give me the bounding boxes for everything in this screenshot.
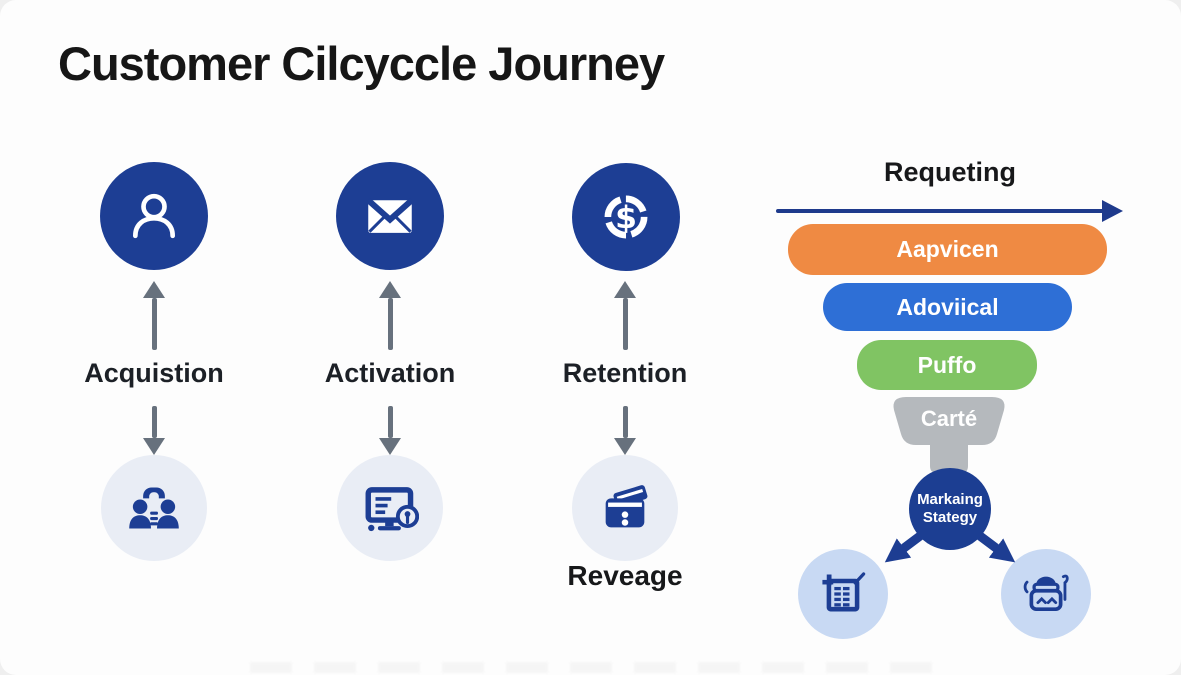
result-circle-activation (337, 455, 443, 561)
person-icon (126, 188, 182, 244)
funnel-title: Requeting (884, 157, 1016, 187)
output-circle-right (1001, 549, 1091, 639)
stage-circle-retention: $ (572, 163, 680, 271)
arrow-shaft (622, 298, 628, 350)
monitor-wrench-icon (361, 479, 419, 537)
arrow-shaft (151, 406, 157, 438)
wallet-icon (596, 479, 654, 537)
ghost-artifacts (250, 662, 950, 673)
arrow-up-icon (143, 281, 165, 298)
funnel-level-4 (891, 397, 1007, 475)
hub-line1: Markaing (917, 491, 983, 508)
funnel-level-1: Aapvicen (788, 224, 1107, 275)
envelope-icon (361, 187, 419, 245)
funnel-level-4-label: Carté (920, 406, 978, 431)
arrow-shaft (622, 406, 628, 438)
funnel-level-3-label: Puffo (917, 351, 977, 378)
arrow-up-icon (614, 281, 636, 298)
funnel-level-2: Adoviical (823, 283, 1072, 331)
arrow-shaft (387, 406, 393, 438)
stage-label-activation: Activation (324, 358, 456, 388)
page-title: Customer Cilcyccle Journey (58, 37, 665, 90)
funnel-level-2-label: Adoviical (896, 293, 999, 320)
people-chat-icon (125, 479, 183, 537)
stage-label-revenue: Reveage (567, 560, 683, 591)
arrow-down-icon (379, 438, 401, 455)
right-arrow-line (776, 209, 1104, 213)
svg-text:$: $ (615, 200, 637, 236)
stage-label-acquisition: Acquistion (84, 358, 224, 388)
right-arrow-icon (1102, 200, 1123, 222)
funnel-level-3: Puffo (857, 340, 1037, 390)
result-circle-acquisition (101, 455, 207, 561)
hub-line2: Stategy (922, 509, 978, 526)
arrow-up-icon (379, 281, 401, 298)
stage-label-retention: Retention (562, 358, 688, 388)
arrow-shaft (387, 298, 393, 350)
dollar-circulation-icon: $ (597, 188, 655, 246)
table-pencil-icon (817, 568, 869, 620)
stage-circle-activation (336, 162, 444, 270)
funnel-level-1-label: Aapvicen (896, 236, 999, 262)
arrow-shaft (151, 298, 157, 350)
arrow-down-icon (614, 438, 636, 455)
output-circle-left (798, 549, 888, 639)
stage-circle-acquisition (100, 162, 208, 270)
arrow-down-icon (143, 438, 165, 455)
result-circle-retention (572, 455, 678, 561)
shopping-bag-icon (1020, 568, 1072, 620)
marketing-strategy-hub: Markaing Stategy (909, 468, 991, 550)
